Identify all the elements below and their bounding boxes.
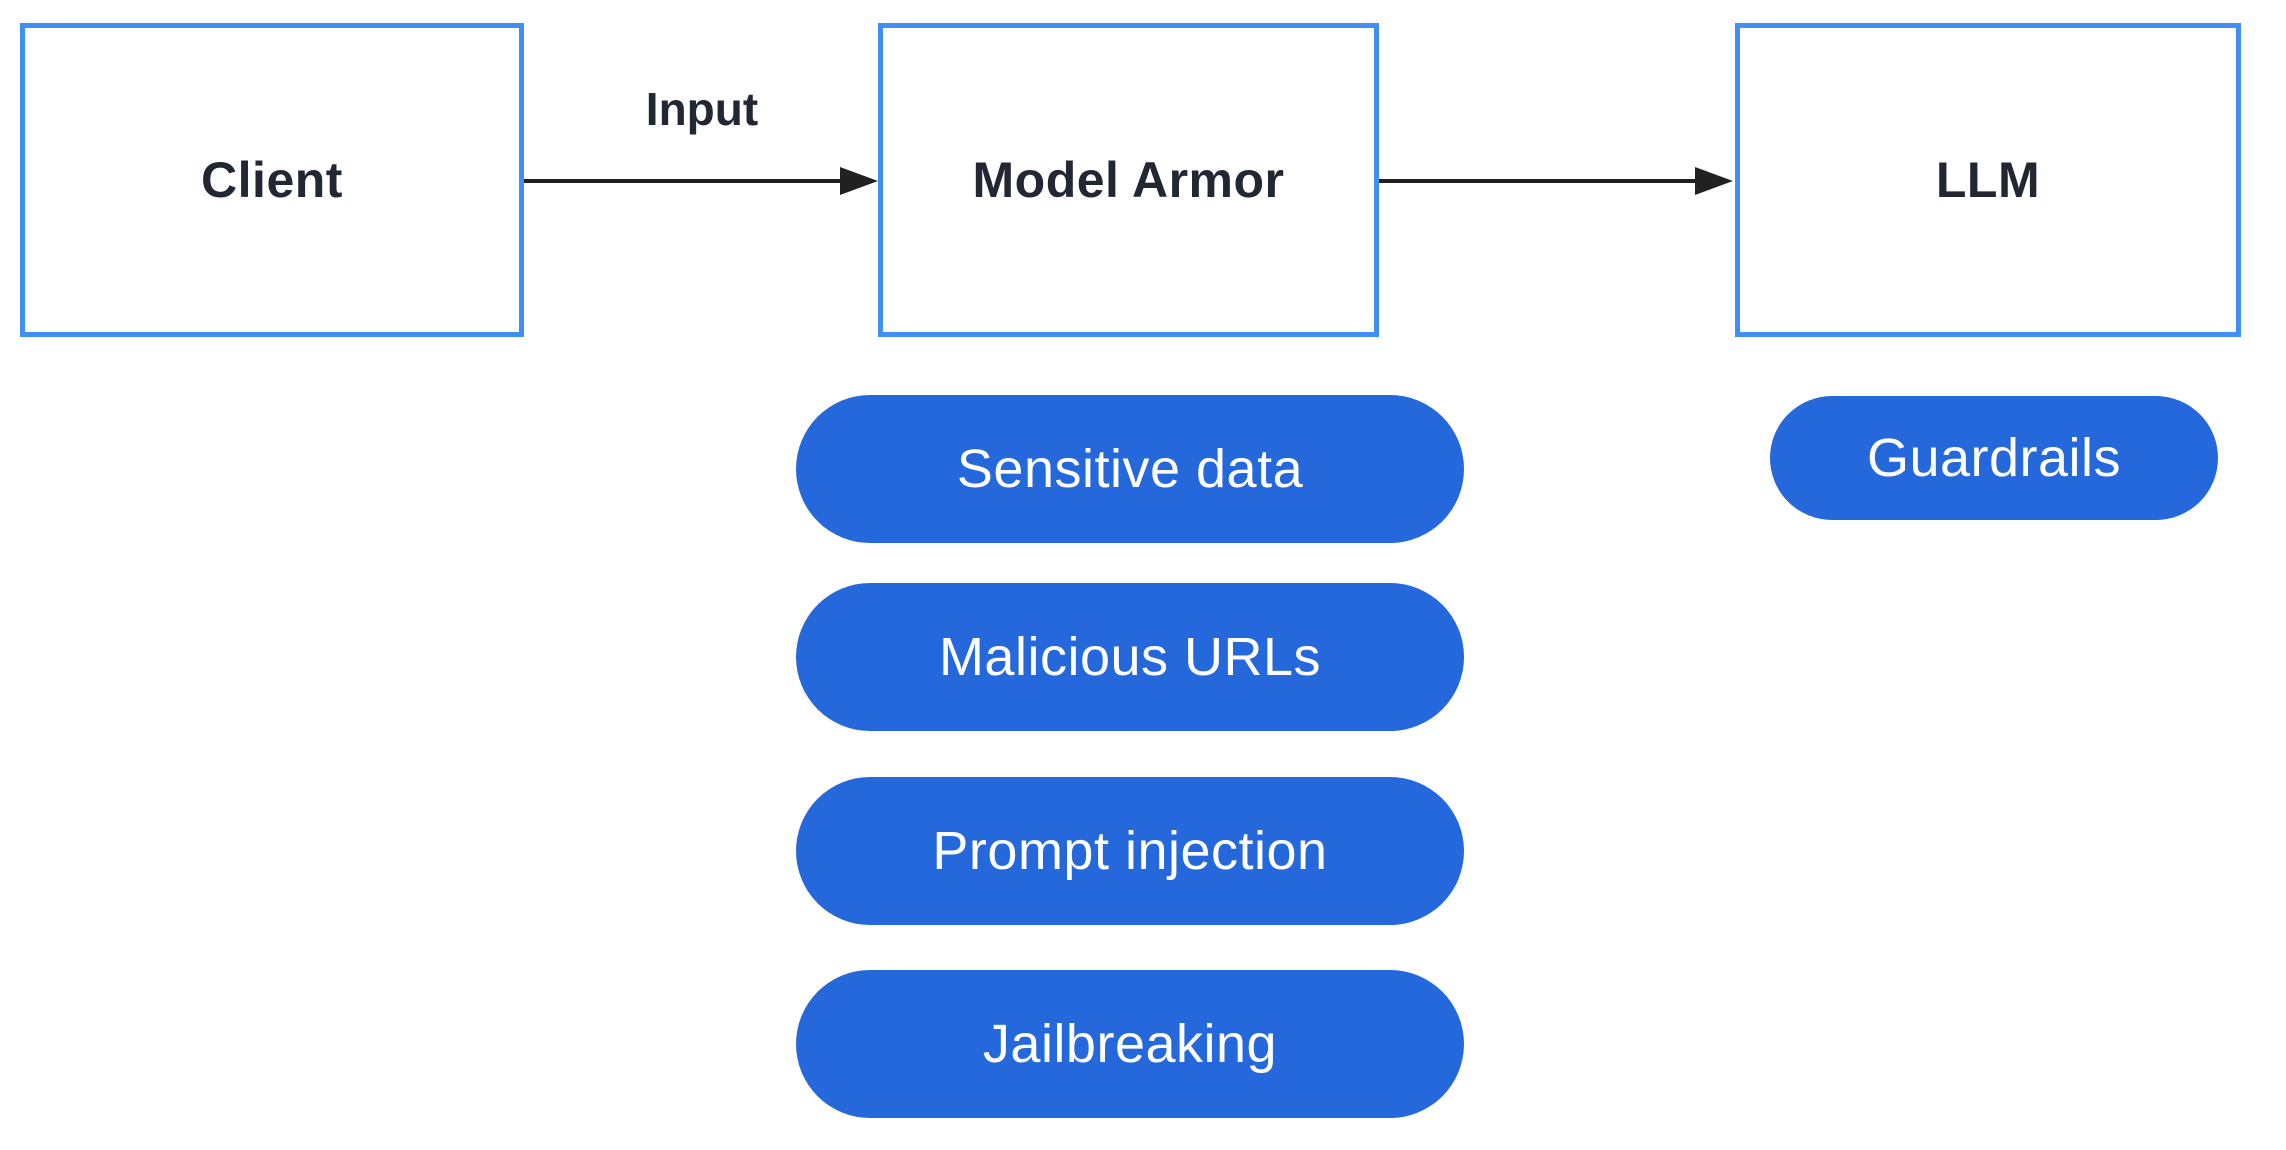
filter-pill-label: Prompt injection [932,821,1328,881]
filter-pill-sensitive-data: Sensitive data [796,395,1464,543]
node-model-armor: Model Armor [878,23,1379,337]
node-client-label: Client [201,152,343,208]
filter-pill-prompt-injection: Prompt injection [796,777,1464,925]
node-model-armor-label: Model Armor [972,152,1285,208]
arrow-model-armor-to-llm-icon [1379,167,1733,195]
filter-pill-label: Malicious URLs [938,627,1322,687]
filter-pill-jailbreaking: Jailbreaking [796,970,1464,1118]
filter-pill-malicious-urls: Malicious URLs [796,583,1464,731]
node-llm: LLM [1735,23,2241,337]
arrow-client-to-model-armor-icon [524,167,878,195]
llm-badge-guardrails: Guardrails [1770,396,2218,520]
llm-badge-label: Guardrails [1866,428,2122,488]
node-client: Client [20,23,524,337]
filter-pill-label: Jailbreaking [982,1014,1278,1074]
filter-pill-label: Sensitive data [956,439,1304,499]
edge-input-label: Input [645,83,759,135]
node-llm-label: LLM [1935,152,2041,208]
